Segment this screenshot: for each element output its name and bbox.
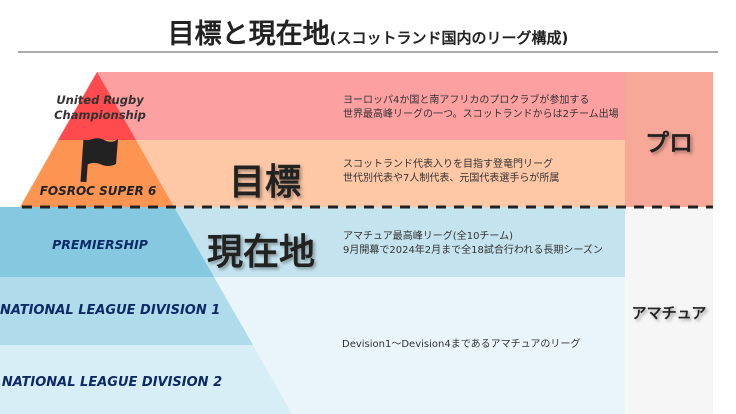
premiership-desc-line2: 9月開幕で2024年2月まで全18試合行われる長期シーズン	[343, 245, 603, 256]
category-pro: プロ	[645, 129, 693, 157]
national-league-description: Devision1〜Devision4まであるアマチュアのリーグ	[342, 339, 581, 350]
level-super6-label: FOSROC SUPER 6	[39, 184, 157, 198]
current-marker: 現在地	[207, 232, 316, 273]
flag-icon	[80, 138, 118, 183]
level-nl2-label: NATIONAL LEAGUE DIVISION 2	[1, 375, 223, 390]
urc-desc-line1: ヨーロッパ4か国と南アフリカのプロクラブが参加する	[343, 95, 590, 106]
premiership-tier	[0, 207, 214, 277]
urc-desc-line2: 世界最高峰リーグの一つ。スコットランドからは2チーム出場	[343, 109, 619, 120]
nl1-tier	[0, 277, 253, 345]
premiership-description: アマチュア最高峰リーグ(全10チーム) 9月開幕で2024年2月まで全18試合行わ…	[343, 230, 603, 258]
urc-tier	[58, 72, 136, 140]
premiership-desc-line1: アマチュア最高峰リーグ(全10チーム)	[343, 231, 514, 242]
level-nl1-label: NATIONAL LEAGUE DIVISION 1	[0, 303, 221, 318]
super6-desc-line1: スコットランド代表入りを目指す登竜門リーグ	[343, 159, 553, 170]
super6-desc-line2: 世代別代表や7人制代表、元国代表選手らが所属	[343, 173, 560, 184]
urc-line1: United Rugby	[56, 93, 144, 107]
urc-description: ヨーロッパ4か国と南アフリカのプロクラブが参加する世界最高峰リーグの一つ。スコッ…	[343, 94, 619, 122]
goal-marker: 目標	[229, 162, 302, 203]
title-sub: (スコットランド国内のリーグ構成)	[329, 29, 569, 47]
title-main: 目標と現在地	[167, 19, 330, 50]
super6-description: スコットランド代表入りを目指す登竜門リーグ世代別代表や7人制代表、元国代表選手ら…	[343, 158, 559, 186]
pro-column	[625, 72, 713, 207]
title-divider	[18, 51, 718, 53]
urc-band	[97, 72, 625, 140]
level-premiership-label: PREMIERSHIP	[52, 237, 148, 252]
category-amateur: アマチュア	[631, 304, 707, 322]
nl2-tier	[0, 345, 292, 414]
super6-tier	[20, 140, 174, 207]
urc-line2: Championship	[54, 108, 146, 122]
amateur-column	[625, 207, 713, 414]
page-title: 目標と現在地(スコットランド国内のリーグ構成)	[0, 12, 736, 51]
